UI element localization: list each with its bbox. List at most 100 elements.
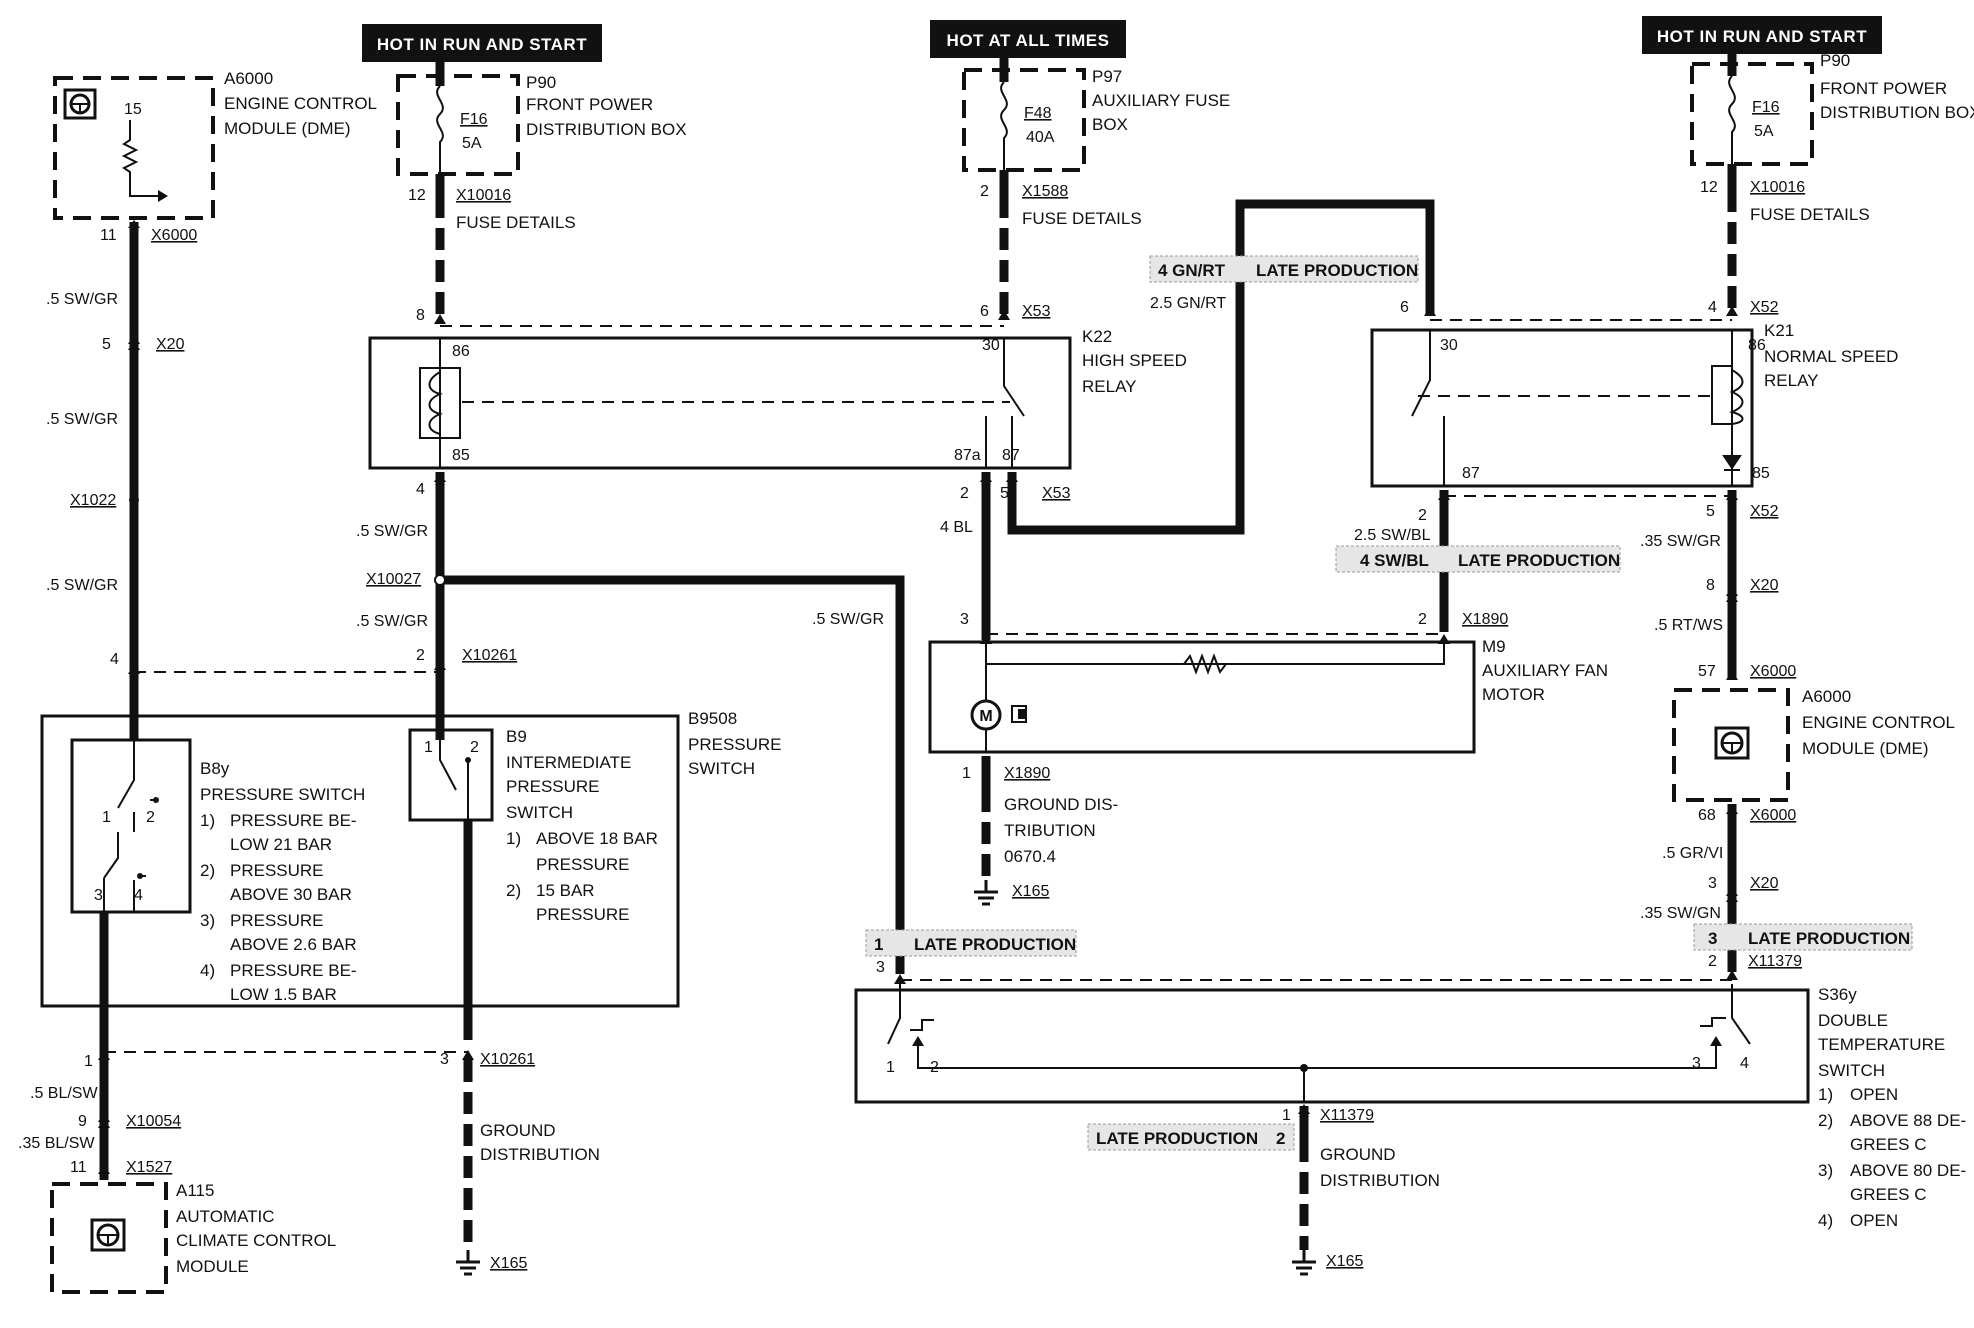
svg-text:PRESSURE BE-: PRESSURE BE- — [230, 961, 357, 980]
svg-text:5: 5 — [1000, 485, 1009, 502]
svg-text:2): 2) — [506, 881, 521, 900]
svg-text:3: 3 — [960, 611, 969, 628]
svg-text:X165: X165 — [1012, 883, 1049, 900]
k21-normal-speed-relay: 30 86 87 85 K21 NORMAL SPEED RELAY — [1370, 321, 1898, 488]
svg-text:.5 SW/GR: .5 SW/GR — [356, 523, 428, 540]
svg-text:X52: X52 — [1750, 503, 1779, 520]
svg-text:.35 SW/GN: .35 SW/GN — [1640, 905, 1721, 922]
svg-text:3: 3 — [440, 1051, 449, 1068]
svg-text:1: 1 — [962, 765, 971, 782]
svg-text:15: 15 — [124, 101, 142, 118]
svg-text:MODULE: MODULE — [176, 1257, 249, 1276]
svg-text:X10016: X10016 — [1750, 179, 1805, 196]
svg-text:15 BAR: 15 BAR — [536, 881, 595, 900]
svg-text:2: 2 — [1418, 611, 1427, 628]
svg-text:BOX: BOX — [1092, 115, 1128, 134]
svg-text:X20: X20 — [1750, 577, 1779, 594]
power-label-left: HOT IN RUN AND START — [362, 24, 602, 62]
control-module-icon — [1714, 726, 1750, 760]
svg-text:2: 2 — [930, 1059, 939, 1076]
svg-text:X1890: X1890 — [1462, 611, 1508, 628]
svg-text:2: 2 — [416, 647, 425, 664]
svg-text:2): 2) — [1818, 1111, 1833, 1130]
svg-text:K21: K21 — [1764, 321, 1794, 340]
svg-text:3: 3 — [94, 887, 103, 904]
svg-text:1: 1 — [1282, 1107, 1291, 1124]
ground-icon — [456, 1250, 480, 1276]
svg-text:LATE PRODUCTION: LATE PRODUCTION — [1096, 1129, 1258, 1148]
svg-text:4: 4 — [416, 481, 425, 498]
svg-text:2: 2 — [470, 739, 479, 756]
svg-text:1: 1 — [874, 935, 883, 954]
svg-text:HOT AT ALL TIMES: HOT AT ALL TIMES — [947, 31, 1110, 50]
svg-text:8: 8 — [416, 307, 425, 324]
b9-intermediate-pressure-switch: 1 2 B9 INTERMEDIATE PRESSURE SWITCH — [408, 727, 631, 822]
b8y-note-3: 3) PRESSURE ABOVE 2.6 BAR — [200, 911, 357, 954]
svg-text:85: 85 — [452, 447, 470, 464]
svg-text:M9: M9 — [1482, 637, 1506, 656]
svg-text:DOUBLE: DOUBLE — [1818, 1011, 1888, 1030]
svg-text:PRESSURE: PRESSURE — [536, 905, 630, 924]
p90-left-fuse-box: F16 5A P90 FRONT POWER DISTRIBUTION BOX — [396, 62, 687, 176]
svg-text:4 BL: 4 BL — [940, 519, 973, 536]
svg-text:F48: F48 — [1024, 105, 1052, 122]
svg-text:3: 3 — [1708, 875, 1717, 892]
svg-text:GREES C: GREES C — [1850, 1135, 1927, 1154]
control-module-icon — [90, 1218, 126, 1252]
svg-text:.35 BL/SW: .35 BL/SW — [18, 1135, 95, 1152]
ground-icon — [974, 880, 998, 906]
svg-text:86: 86 — [1748, 337, 1766, 354]
svg-text:X165: X165 — [1326, 1253, 1363, 1270]
svg-text:2.5 GN/RT: 2.5 GN/RT — [1150, 295, 1226, 312]
svg-text:X1588: X1588 — [1022, 183, 1068, 200]
b8y-note-2: 2) PRESSURE ABOVE 30 BAR — [200, 861, 352, 904]
svg-text:X20: X20 — [156, 336, 185, 353]
svg-text:68: 68 — [1698, 807, 1716, 824]
svg-text:P90: P90 — [526, 73, 556, 92]
svg-text:4): 4) — [200, 961, 215, 980]
svg-text:TEMPERATURE: TEMPERATURE — [1818, 1035, 1945, 1054]
s36y-double-temperature-switch: 1 2 3 4 S36y DOUBLE TEMPERATURE SWITCH — [854, 984, 1945, 1104]
svg-text:85: 85 — [1752, 465, 1770, 482]
svg-text:8: 8 — [1706, 577, 1715, 594]
svg-text:9: 9 — [78, 1113, 87, 1130]
svg-text:4: 4 — [1740, 1055, 1749, 1072]
svg-text:AUXILIARY FUSE: AUXILIARY FUSE — [1092, 91, 1230, 110]
svg-text:4: 4 — [1708, 299, 1717, 316]
svg-text:ABOVE 18 BAR: ABOVE 18 BAR — [536, 829, 658, 848]
svg-text:4 GN/RT: 4 GN/RT — [1158, 261, 1226, 280]
p97-auxiliary-fuse-box: F48 40A P97 AUXILIARY FUSE BOX — [962, 58, 1230, 172]
svg-text:1: 1 — [102, 809, 111, 826]
svg-text:5A: 5A — [1754, 123, 1774, 140]
svg-text:X165: X165 — [490, 1255, 527, 1272]
control-module-icon — [63, 88, 97, 120]
svg-text:87: 87 — [1462, 465, 1480, 482]
svg-text:PRESSURE: PRESSURE — [230, 911, 324, 930]
svg-text:PRESSURE: PRESSURE — [506, 777, 600, 796]
svg-text:LOW 1.5 BAR: LOW 1.5 BAR — [230, 985, 337, 1004]
svg-text:GROUND: GROUND — [480, 1121, 556, 1140]
svg-text:X10054: X10054 — [126, 1113, 181, 1130]
svg-text:F16: F16 — [1752, 99, 1780, 116]
svg-text:6: 6 — [980, 303, 989, 320]
svg-text:X53: X53 — [1042, 485, 1071, 502]
svg-text:2: 2 — [1708, 953, 1717, 970]
svg-text:X1527: X1527 — [126, 1159, 172, 1176]
svg-text:2: 2 — [146, 809, 155, 826]
svg-text:30: 30 — [1440, 337, 1458, 354]
svg-text:OPEN: OPEN — [1850, 1211, 1898, 1230]
svg-text:SWITCH: SWITCH — [1818, 1061, 1885, 1080]
svg-text:3: 3 — [1708, 929, 1717, 948]
svg-text:MOTOR: MOTOR — [1482, 685, 1545, 704]
svg-text:X1890: X1890 — [1004, 765, 1050, 782]
svg-text:.5 GR/VI: .5 GR/VI — [1662, 845, 1723, 862]
svg-text:40A: 40A — [1026, 129, 1055, 146]
svg-text:.5 RT/WS: .5 RT/WS — [1654, 617, 1723, 634]
svg-text:FRONT POWER: FRONT POWER — [526, 95, 653, 114]
late-production-note-right: 3 LATE PRODUCTION — [1693, 923, 1913, 951]
svg-text:CLIMATE CONTROL: CLIMATE CONTROL — [176, 1231, 336, 1250]
svg-text:.5 BL/SW: .5 BL/SW — [30, 1085, 98, 1102]
svg-text:F16: F16 — [460, 111, 488, 128]
svg-text:2: 2 — [1418, 507, 1427, 524]
svg-text:DISTRIBUTION: DISTRIBUTION — [480, 1145, 600, 1164]
